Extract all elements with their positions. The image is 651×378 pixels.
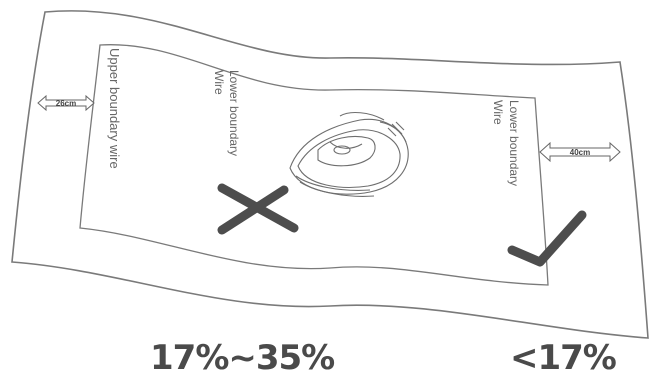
dim-left-label: 26cm (56, 99, 76, 108)
dim-arrow-right: 40cm (539, 141, 621, 163)
lower-boundary-left-line2: Wire (212, 70, 226, 95)
dim-right-label: 40cm (570, 148, 590, 157)
cross-icon (217, 183, 299, 235)
lawn-outer-boundary (11, 10, 649, 339)
boundary-wire-loop (79, 44, 549, 286)
check-icon (507, 210, 587, 267)
slope-label-wrong: 17%~35% (150, 338, 335, 378)
lower-boundary-left-line1: Lower boundary (227, 70, 241, 156)
robot-mower-icon (289, 111, 409, 197)
upper-boundary-label: Upper boundary wire (107, 48, 122, 169)
lower-boundary-right-line1: Lower boundary (507, 100, 521, 186)
dim-arrow-left: 26cm (37, 94, 95, 112)
lower-boundary-right-line2: Wire (491, 100, 505, 125)
slope-label-correct: <17% (510, 338, 617, 378)
